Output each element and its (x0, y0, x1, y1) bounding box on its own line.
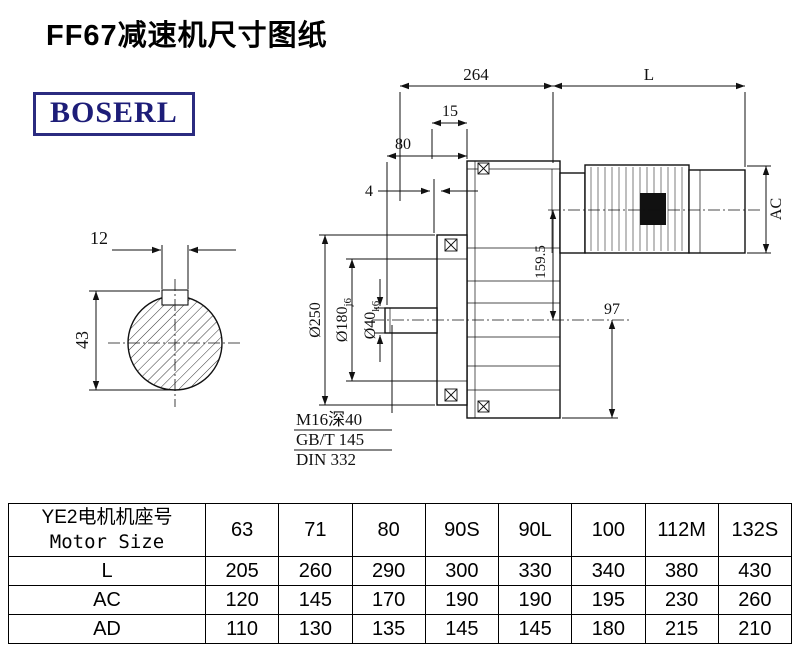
dim-L-label: L (644, 65, 654, 84)
dim-264-label: 264 (463, 65, 489, 84)
table-header-motor-size: YE2电机机座号 Motor Size (8, 503, 206, 557)
motor-fins (590, 167, 683, 251)
table-header-cell: 71 (278, 503, 353, 557)
table-cell: 130 (278, 614, 353, 644)
motor-adapter (559, 172, 586, 254)
table-header-cell: 112M (644, 503, 719, 557)
bolt-marks (444, 162, 490, 413)
note-m16-depth: M16深40 (296, 410, 362, 429)
dim-80-label: 80 (395, 136, 411, 153)
note-din332: DIN 332 (296, 450, 356, 469)
gearbox-housing (466, 160, 561, 419)
table-cell: 145 (497, 614, 573, 644)
dim-4-label: 4 (365, 183, 373, 200)
table-cell: 430 (717, 556, 793, 586)
table-cell: 380 (644, 556, 719, 586)
row-label: L (8, 556, 206, 586)
table-row-L: L 205 260 290 300 330 340 380 430 (8, 556, 793, 586)
thread-notes: M16深40 GB/T 145 DIN 332 (296, 410, 364, 469)
dia-180-label: Ø180j6 (334, 297, 354, 342)
row-label: AD (8, 614, 206, 644)
table-cell: 340 (571, 556, 646, 586)
dim-15-label: 15 (442, 103, 458, 120)
table-header-cell: 132S (717, 503, 793, 557)
dim-12-label: 12 (90, 228, 108, 248)
dia-40-label: Ø40k6 (362, 300, 382, 339)
table-header-cell: 80 (351, 503, 426, 557)
table-cell: 195 (571, 585, 646, 615)
table-cell: 110 (204, 614, 280, 644)
table-cell: 120 (204, 585, 280, 615)
gearbox-side-view (384, 160, 746, 419)
table-cell: 230 (644, 585, 719, 615)
table-cell: 135 (351, 614, 426, 644)
table-header-cell: 63 (204, 503, 280, 557)
table-header-cell: 90S (424, 503, 500, 557)
table-header-cell: 100 (571, 503, 646, 557)
table-cell: 190 (424, 585, 500, 615)
table-header-row: YE2电机机座号 Motor Size 63 71 80 90S 90L 100… (8, 503, 793, 557)
table-header-cell: 90L (497, 503, 573, 557)
dimension-labels: 264 L 15 80 4 Ø250 Ø180j6 Ø40k6 159.5 97… (72, 65, 785, 349)
row-label: AC (8, 585, 206, 615)
dim-AC-label: AC (768, 198, 785, 220)
note-gbt145: GB/T 145 (296, 430, 364, 449)
dia-250-label: Ø250 (307, 302, 324, 338)
table-cell: 145 (424, 614, 500, 644)
table-row-AC: AC 120 145 170 190 190 195 230 260 (8, 585, 793, 615)
table-cell: 205 (204, 556, 280, 586)
table-cell: 290 (351, 556, 426, 586)
technical-drawing: 264 L 15 80 4 Ø250 Ø180j6 Ø40k6 159.5 97… (72, 65, 785, 469)
table-cell: 170 (351, 585, 426, 615)
motor-end-cap (688, 169, 746, 254)
motor-body (584, 164, 690, 254)
motor-nameplate (640, 193, 666, 225)
dim-43-label: 43 (72, 331, 92, 349)
page-title: FF67减速机尺寸图纸 (46, 20, 328, 52)
centerlines (108, 209, 763, 407)
motor-size-table: YE2电机机座号 Motor Size 63 71 80 90S 90L 100… (8, 503, 793, 644)
header-cn-label: YE2电机机座号 (41, 507, 173, 528)
output-shaft (384, 307, 438, 334)
dim-159-label: 159.5 (533, 245, 549, 279)
header-en-label: Motor Size (49, 531, 165, 553)
table-cell: 215 (644, 614, 719, 644)
table-cell: 145 (278, 585, 353, 615)
dimension-lines (89, 82, 771, 451)
table-cell: 300 (424, 556, 500, 586)
table-cell: 330 (497, 556, 573, 586)
dim-97-label: 97 (604, 301, 620, 318)
table-cell: 210 (717, 614, 793, 644)
table-cell: 260 (278, 556, 353, 586)
part-details (389, 161, 701, 418)
table-row-AD: AD 110 130 135 145 145 180 215 210 (8, 614, 793, 644)
table-cell: 260 (717, 585, 793, 615)
brand-logo: BOSERL (33, 92, 195, 136)
table-cell: 180 (571, 614, 646, 644)
table-cell: 190 (497, 585, 573, 615)
